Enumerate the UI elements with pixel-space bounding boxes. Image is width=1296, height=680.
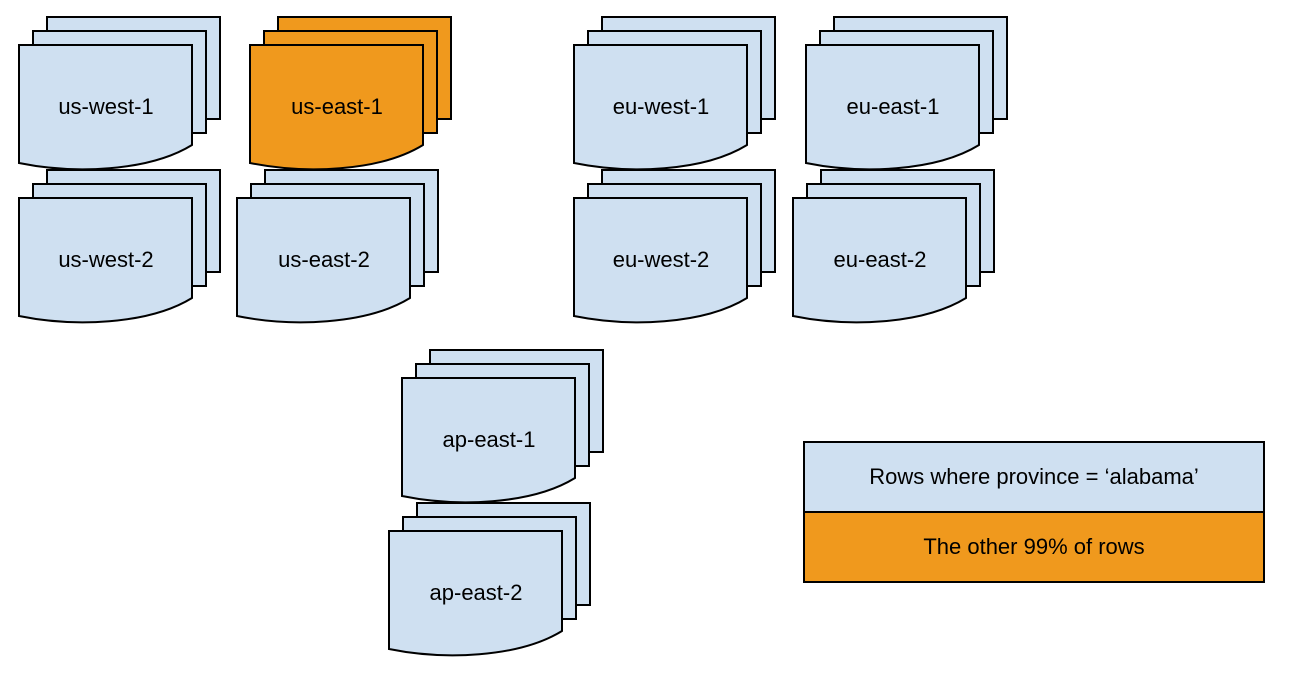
front-sheet [573,44,748,171]
region-stack-eu-east-1: eu-east-1 [805,16,1009,176]
documents-stack-icon [236,169,439,324]
region-stack-ap-east-1: ap-east-1 [401,349,605,509]
region-stack-us-east-1: us-east-1 [249,16,453,176]
region-stack-us-west-1: us-west-1 [18,16,222,176]
documents-stack-icon [18,16,221,171]
region-stack-eu-east-2: eu-east-2 [792,169,996,329]
documents-stack-icon [388,502,591,657]
front-sheet [18,197,193,324]
documents-stack-icon [573,169,776,324]
front-sheet [401,377,576,504]
front-sheet [249,44,424,171]
documents-stack-icon [18,169,221,324]
front-sheet [805,44,980,171]
front-sheet [573,197,748,324]
region-stack-us-west-2: us-west-2 [18,169,222,329]
documents-stack-icon [401,349,604,504]
front-sheet [18,44,193,171]
documents-stack-icon [805,16,1008,171]
legend-item-alabama-rows: Rows where province = ‘alabama’ [805,443,1263,513]
legend-item-label: Rows where province = ‘alabama’ [869,464,1199,489]
region-stack-eu-west-1: eu-west-1 [573,16,777,176]
region-stack-ap-east-2: ap-east-2 [388,502,592,662]
documents-stack-icon [573,16,776,171]
front-sheet [388,530,563,657]
legend-item-label: The other 99% of rows [923,534,1145,559]
front-sheet [236,197,411,324]
front-sheet [792,197,967,324]
legend-item-other-rows: The other 99% of rows [805,513,1263,581]
region-stack-us-east-2: us-east-2 [236,169,440,329]
legend: Rows where province = ‘alabama’ The othe… [803,441,1265,583]
documents-stack-icon [792,169,995,324]
region-stack-eu-west-2: eu-west-2 [573,169,777,329]
documents-stack-icon [249,16,452,171]
